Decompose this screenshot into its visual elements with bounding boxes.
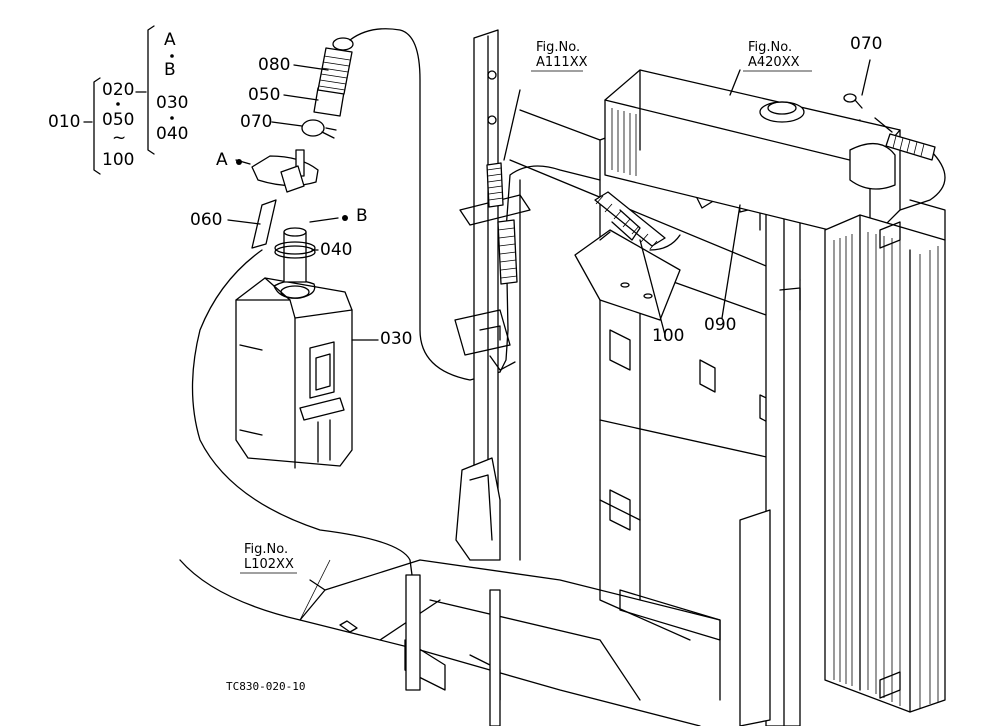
- tree-level1-item: 020: [102, 80, 135, 100]
- fig-ref-number: A420XX: [748, 55, 800, 70]
- assembly-tree-brackets: [83, 25, 174, 175]
- fig-ref-caption: Fig.No.: [536, 40, 581, 55]
- fig-ref-a420xx: Fig.No. A420XX: [748, 40, 800, 70]
- callout-070: 070: [240, 112, 273, 132]
- base-frame: [179, 559, 721, 726]
- callout-dot: [236, 159, 242, 165]
- callout-040: 040: [320, 240, 353, 260]
- fig-ref-caption: Fig.No.: [244, 542, 289, 557]
- cap-pump-group: [251, 119, 337, 249]
- callout-dot: [342, 215, 348, 221]
- fig-ref-number: A111XX: [536, 55, 588, 70]
- center-bracket: [509, 109, 801, 726]
- fig-ref-number: L102XX: [244, 557, 294, 572]
- post-clips: [454, 162, 531, 371]
- fig-ref-a111xx: Fig.No. A111XX: [536, 40, 588, 70]
- callout-B: B: [356, 206, 368, 226]
- tree-level1-item: 100: [102, 150, 135, 170]
- washer-tank: [235, 227, 353, 469]
- tree-range-tilde: ~: [112, 128, 127, 148]
- callout-050: 050: [248, 85, 281, 105]
- callout-A: A: [216, 150, 228, 170]
- tree-level2-item: 040: [156, 124, 189, 144]
- tree-level2-item: B: [164, 60, 176, 80]
- callout-060: 060: [190, 210, 223, 230]
- tree-level1-item: 050: [102, 110, 135, 130]
- callout-030: 030: [380, 329, 413, 349]
- tree-root-label: 010: [48, 112, 81, 132]
- fig-ref-l102xx: Fig.No. L102XX: [244, 542, 294, 572]
- drawing-code: TC830-020-10: [226, 680, 306, 693]
- tree-level2-item: 030: [156, 93, 189, 113]
- callout-080: 080: [258, 55, 291, 75]
- tree-level2-item: A: [164, 30, 176, 50]
- callout-090: 090: [704, 315, 737, 335]
- callout-070-right: 070: [850, 34, 883, 54]
- callout-100: 100: [652, 326, 685, 346]
- leader-lines: [227, 59, 871, 591]
- fig-ref-caption: Fig.No.: [748, 40, 793, 55]
- washer-motor: [313, 37, 354, 117]
- support-posts: [455, 29, 501, 726]
- radiator-assembly: [604, 69, 946, 713]
